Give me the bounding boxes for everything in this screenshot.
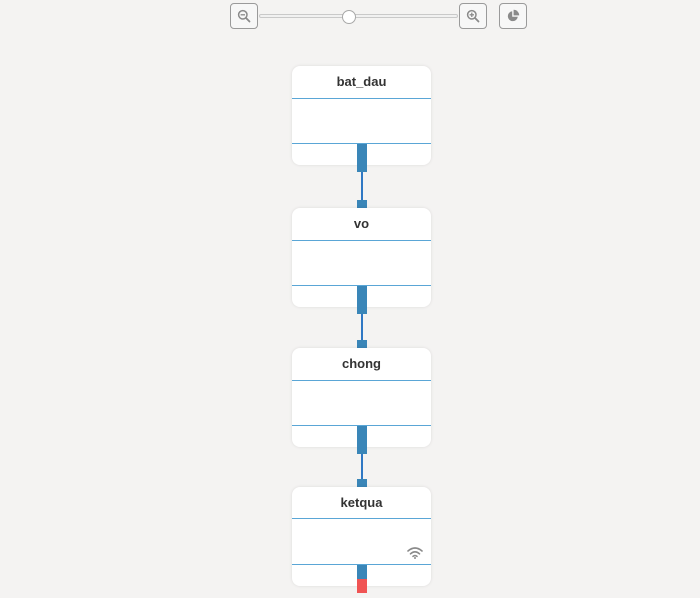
node-divider bbox=[292, 143, 431, 144]
node-title: bat_dau bbox=[336, 74, 387, 89]
output-port[interactable] bbox=[357, 565, 367, 579]
node-bat-dau[interactable]: bat_dau bbox=[292, 66, 431, 165]
input-port[interactable] bbox=[357, 340, 367, 354]
node-title: ketqua bbox=[340, 495, 383, 510]
input-port[interactable] bbox=[357, 479, 367, 493]
node-divider bbox=[292, 564, 431, 565]
output-port-alert[interactable] bbox=[357, 579, 367, 593]
connector-line[interactable] bbox=[361, 172, 363, 200]
wifi-icon bbox=[407, 547, 423, 559]
node-title: chong bbox=[342, 356, 381, 371]
node-divider bbox=[292, 425, 431, 426]
chart-button[interactable] bbox=[499, 3, 527, 29]
zoom-in-button[interactable] bbox=[459, 3, 487, 29]
node-divider bbox=[292, 240, 431, 241]
zoom-out-button[interactable] bbox=[230, 3, 258, 29]
input-port[interactable] bbox=[357, 200, 367, 214]
node-title: vo bbox=[353, 216, 370, 231]
output-port[interactable] bbox=[357, 426, 367, 454]
output-port[interactable] bbox=[357, 286, 367, 314]
node-divider bbox=[292, 285, 431, 286]
zoom-out-icon bbox=[237, 9, 251, 23]
zoom-slider-thumb[interactable] bbox=[342, 10, 357, 24]
node-divider bbox=[292, 98, 431, 99]
node-divider bbox=[292, 518, 431, 519]
zoom-in-icon bbox=[466, 9, 480, 23]
node-divider bbox=[292, 380, 431, 381]
pie-chart-icon bbox=[507, 9, 520, 22]
connector-line[interactable] bbox=[361, 454, 363, 479]
connector-line[interactable] bbox=[361, 314, 363, 340]
toolbar bbox=[0, 0, 700, 34]
output-port[interactable] bbox=[357, 144, 367, 172]
zoom-slider-track[interactable] bbox=[259, 14, 458, 18]
